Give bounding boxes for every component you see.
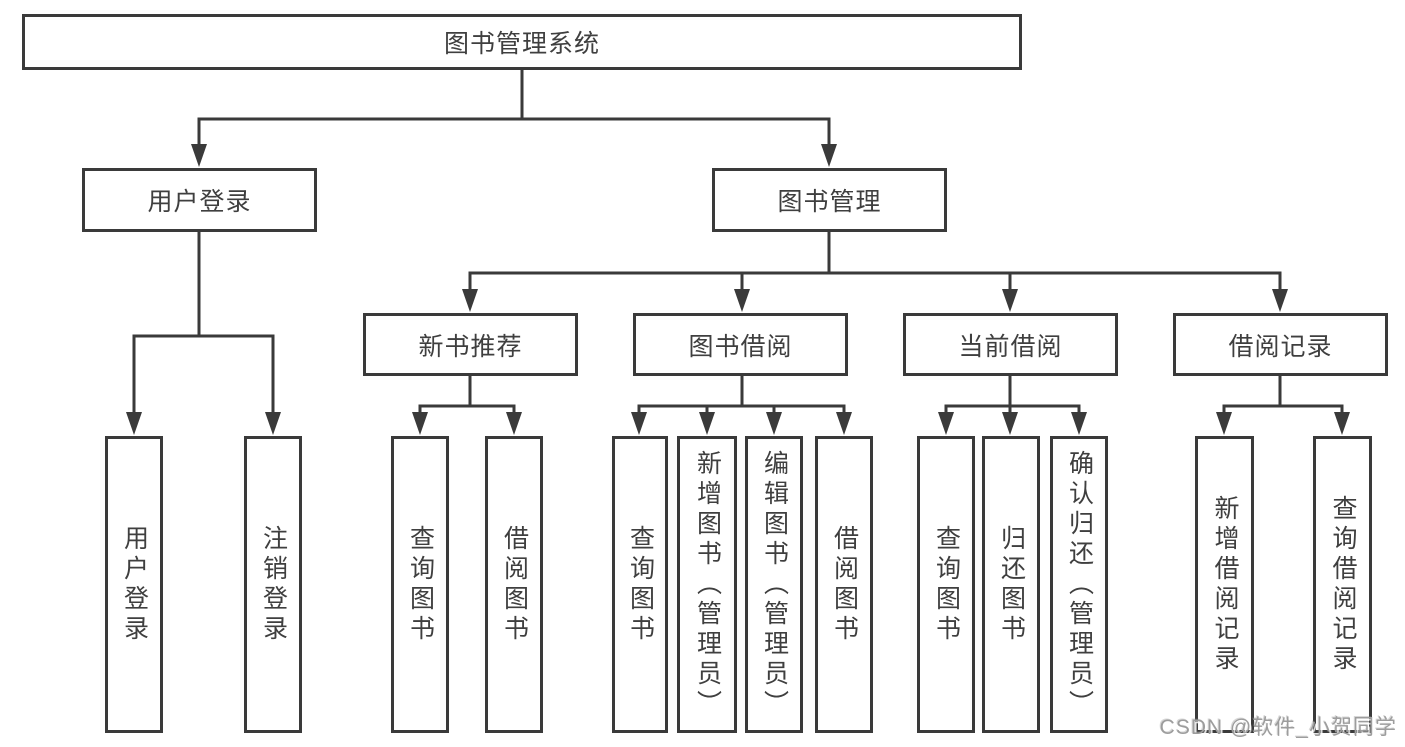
connector-root-branch	[197, 117, 831, 148]
node-new-book-recommendation: 新书推荐	[363, 313, 578, 376]
node-library-management-system: 图书管理系统	[22, 14, 1022, 70]
node-book-management: 图书管理	[712, 168, 947, 232]
leaf-query-borrow-record: 查询借阅记录	[1313, 436, 1372, 733]
arrowhead	[938, 412, 954, 435]
connector-userlogin-branch	[132, 334, 275, 415]
arrowhead	[1002, 412, 1018, 435]
arrowhead	[836, 412, 852, 435]
connector-current-branch	[944, 404, 1081, 416]
node-borrowing-records: 借阅记录	[1173, 313, 1388, 376]
arrowhead	[265, 412, 281, 435]
arrowhead	[1216, 412, 1232, 435]
arrowhead	[821, 144, 837, 167]
leaf-query-books-recommendation: 查询图书	[391, 436, 449, 733]
leaf-add-book-admin: 新增图书（管理员）	[677, 436, 737, 733]
arrowhead	[734, 289, 750, 312]
leaf-query-books-borrowing: 查询图书	[612, 436, 668, 733]
leaf-add-borrow-record: 新增借阅记录	[1195, 436, 1254, 733]
leaf-confirm-return-admin: 确认归还（管理员）	[1050, 436, 1108, 733]
arrowhead	[1334, 412, 1350, 435]
connector-borrowing-branch	[637, 404, 846, 416]
arrowhead	[126, 412, 142, 435]
leaf-edit-book-admin: 编辑图书（管理员）	[745, 436, 803, 733]
arrowhead	[1071, 412, 1087, 435]
leaf-user-login: 用户登录	[105, 436, 163, 733]
connector-newbook-branch	[418, 404, 516, 416]
arrowhead	[766, 412, 782, 435]
node-current-borrowing: 当前借阅	[903, 313, 1118, 376]
arrowhead	[699, 412, 715, 435]
node-book-borrowing: 图书借阅	[633, 313, 848, 376]
arrowhead	[1272, 289, 1288, 312]
arrowhead	[631, 412, 647, 435]
connector-records-branch	[1222, 404, 1344, 416]
leaf-return-book: 归还图书	[982, 436, 1040, 733]
arrowhead	[506, 412, 522, 435]
arrowhead	[462, 289, 478, 312]
arrowhead	[1002, 289, 1018, 312]
arrowhead	[412, 412, 428, 435]
arrowheads	[126, 144, 1350, 435]
arrowhead	[191, 144, 207, 167]
leaf-borrow-books-borrowing: 借阅图书	[815, 436, 873, 733]
node-user-login: 用户登录	[82, 168, 317, 232]
connector-bookmgmt-branch	[468, 271, 1282, 292]
leaf-logout: 注销登录	[244, 436, 302, 733]
leaf-borrow-books-recommendation: 借阅图书	[485, 436, 543, 733]
leaf-query-books-current: 查询图书	[917, 436, 975, 733]
